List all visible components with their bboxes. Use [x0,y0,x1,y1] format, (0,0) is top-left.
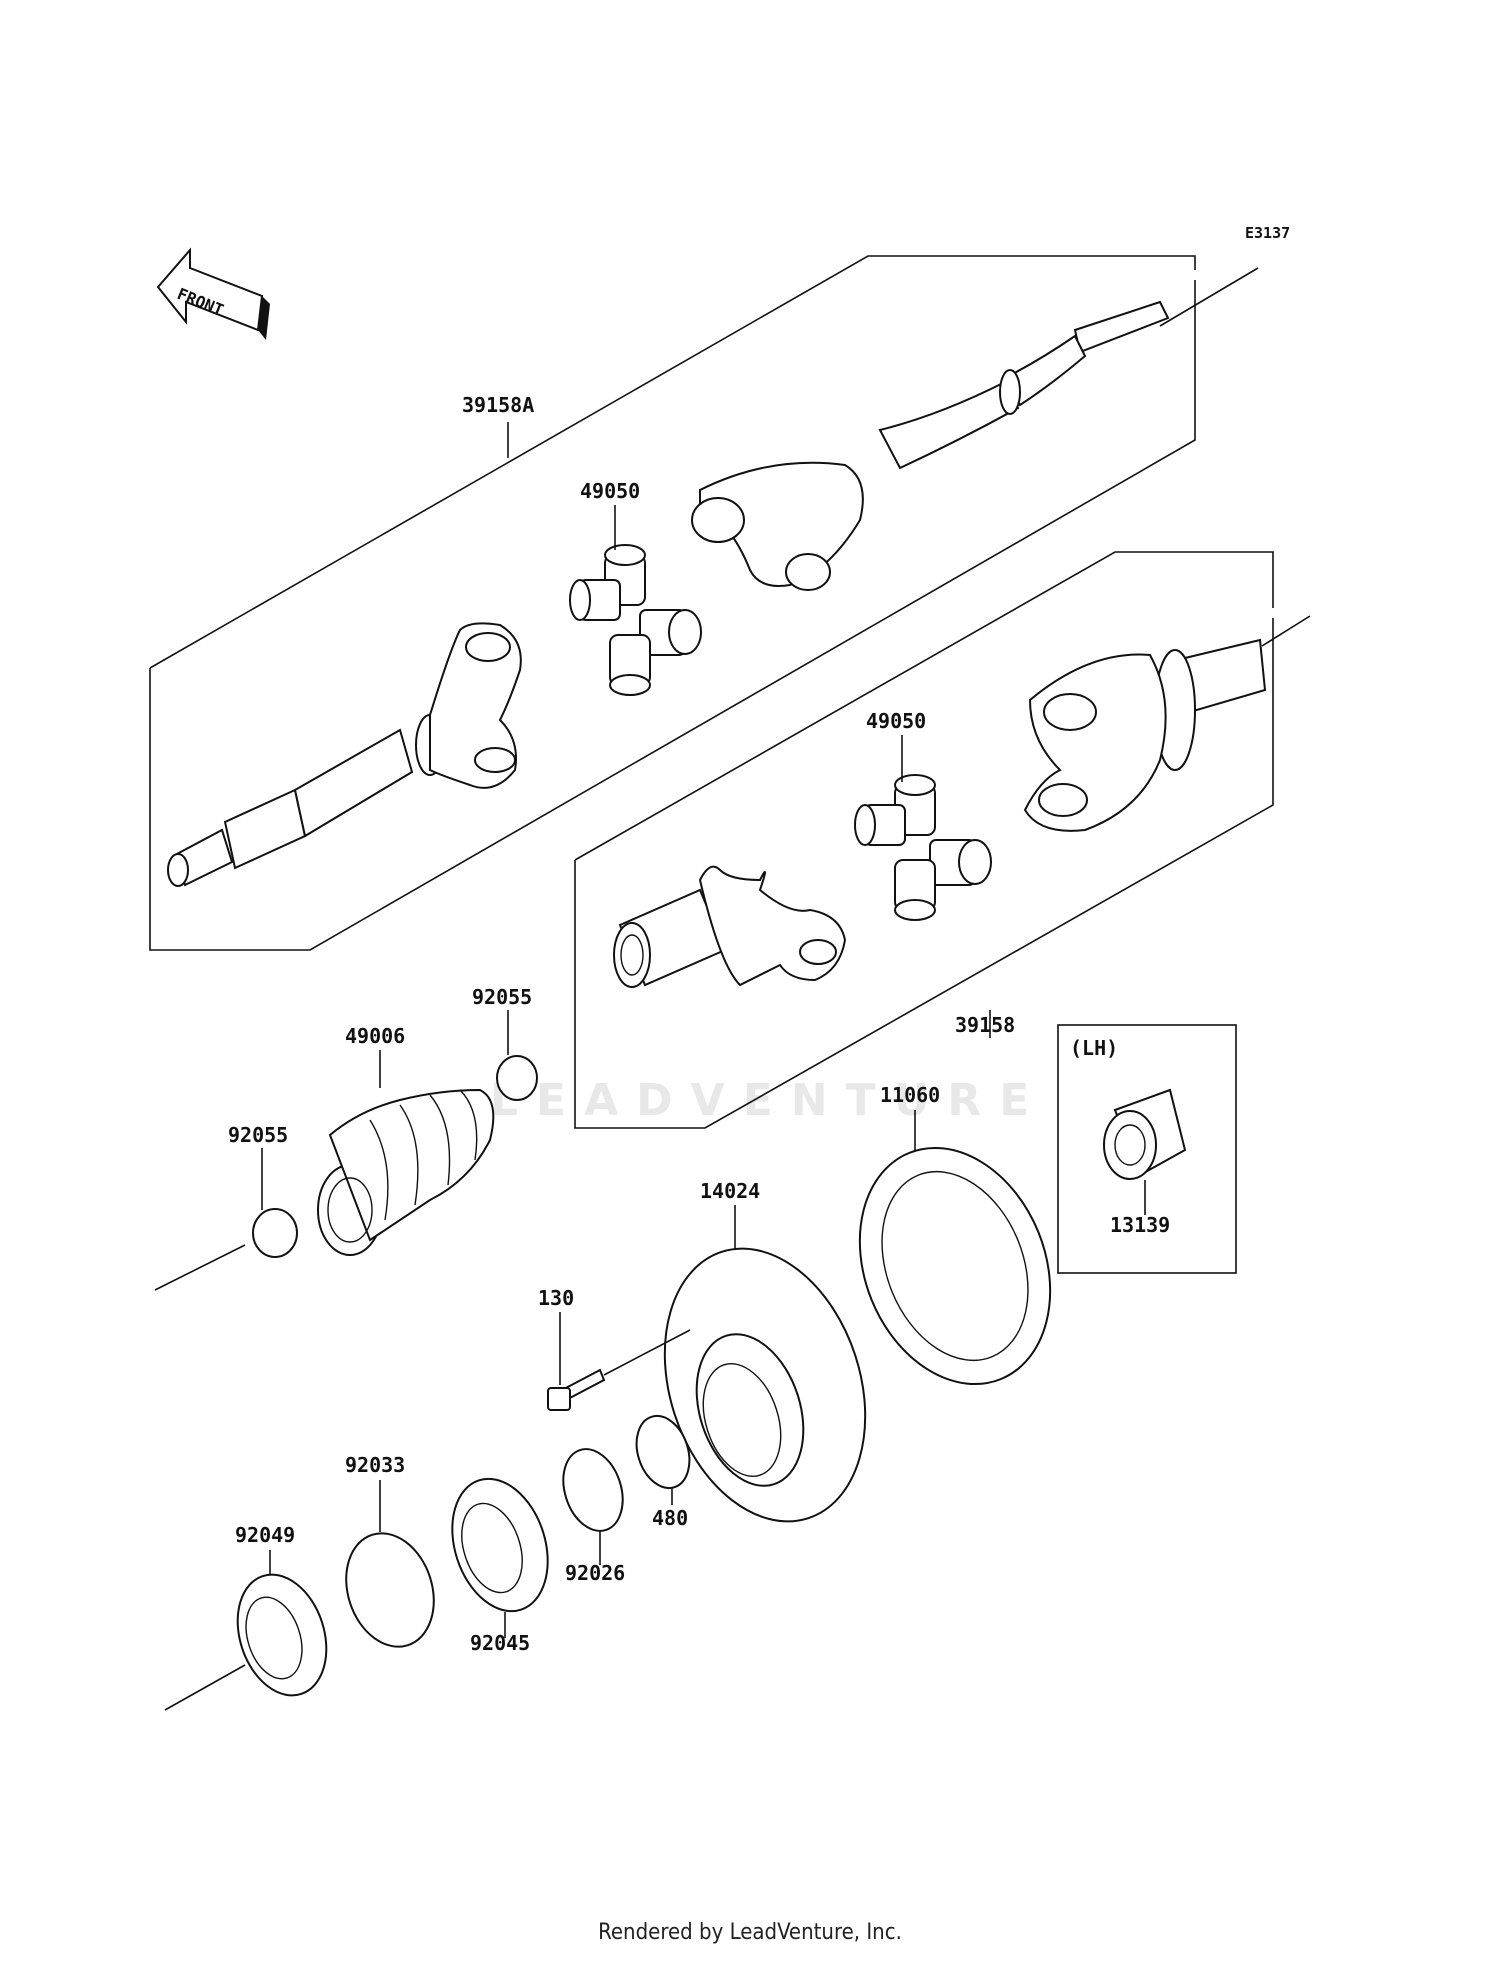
box-lower-outline-bottom [574,618,1274,1129]
part-label: 92045 [470,1631,530,1655]
part-label: 14024 [700,1179,760,1203]
ball-bearing [451,1477,549,1613]
box-upper-outline-bottom [149,280,1196,951]
part-label: 49050 [866,709,926,733]
part-label: 92049 [235,1523,295,1547]
axis-line-left [154,1244,246,1291]
snap-ring [345,1532,435,1648]
universal-joint-lower [854,774,992,921]
footer-credit: Rendered by LeadVenture, Inc. [598,1920,902,1945]
part-label: 39158 [955,1013,1015,1037]
o-ring-upper [496,1055,538,1101]
front-arrow-icon: FRONT [156,247,270,340]
part-label: 480 [652,1506,688,1530]
box-upper-outline-top [149,255,1196,669]
part-label: 92055 [228,1123,288,1147]
part-label: 92033 [345,1453,405,1477]
drive-shaft-lower-left-yoke [613,865,847,988]
part-label: 92055 [472,985,532,1009]
part-label: 130 [538,1286,574,1310]
o-ring-lower [252,1208,298,1258]
lh-label: (LH) [1070,1036,1118,1060]
bolt [547,1329,691,1411]
washer-92026 [562,1448,624,1532]
axis-line-lower [1261,615,1311,647]
gasket [858,1146,1052,1386]
part-label: 49050 [580,479,640,503]
circlip [635,1414,691,1490]
universal-joint-upper [569,544,702,696]
bearing-housing [663,1247,867,1523]
watermark: LEADVENTURE [490,1075,1047,1126]
part-label: 39158A [462,393,534,417]
axis-line-upper [1159,267,1259,327]
coupling [1103,1088,1187,1180]
drive-shaft-upper-left [167,622,522,887]
cv-boot [317,1088,495,1256]
lh-box [1057,1024,1237,1274]
part-label: 49006 [345,1024,405,1048]
part-label: 13139 [1110,1213,1170,1237]
axis-line-bottom [164,1664,246,1711]
part-label: 11060 [880,1083,940,1107]
diagram-code: E3137 [1245,224,1290,242]
box-lower-outline-top [574,551,1274,861]
part-label: 92026 [565,1561,625,1585]
drive-shaft-lower-right [1023,638,1267,832]
oil-seal [236,1573,328,1697]
drive-shaft-upper-right [691,300,1170,591]
